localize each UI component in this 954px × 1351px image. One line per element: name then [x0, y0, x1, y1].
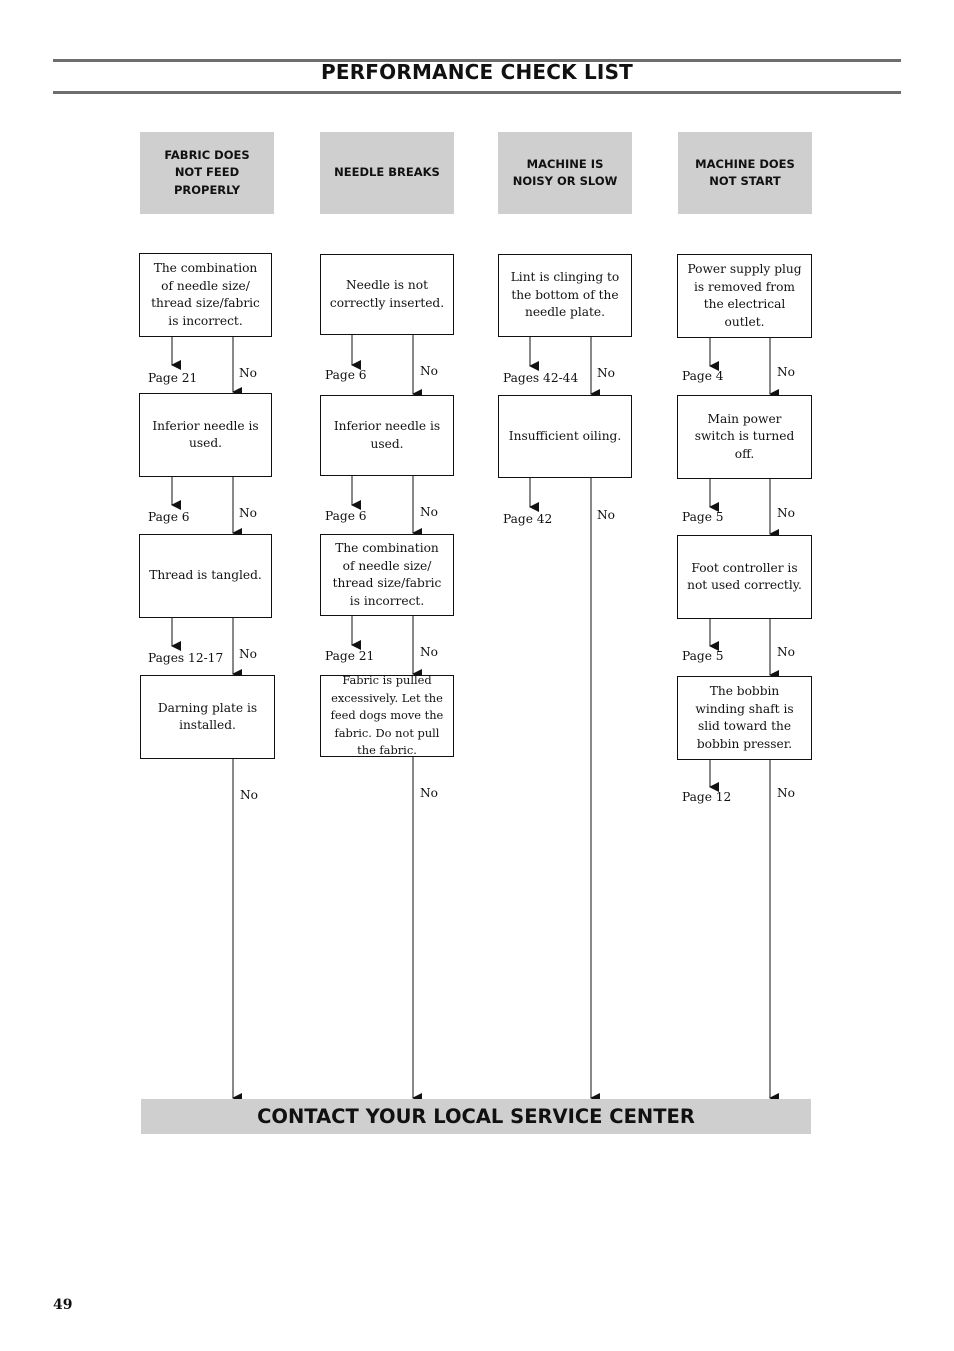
- check-box: Inferior needle is used.: [320, 395, 454, 476]
- column-header-needle-breaks: NEEDLE BREAKS: [320, 132, 454, 214]
- page-reference: Page 6: [148, 510, 190, 524]
- no-label: No: [240, 788, 259, 802]
- column-header-does-not-start: MACHINE DOES NOT START: [678, 132, 812, 214]
- check-box: Lint is clinging to the bottom of the ne…: [498, 254, 632, 337]
- no-label: No: [420, 645, 439, 659]
- check-box: Thread is tangled.: [139, 534, 272, 618]
- page-reference: Page 12: [682, 790, 732, 804]
- no-label: No: [597, 508, 616, 522]
- page-reference: Page 6: [325, 509, 367, 523]
- no-label: No: [777, 365, 796, 379]
- page-reference: Page 21: [325, 649, 375, 663]
- check-box: Main power switch is turned off.: [677, 395, 812, 479]
- no-label: No: [420, 505, 439, 519]
- service-center-banner: CONTACT YOUR LOCAL SERVICE CENTER: [141, 1099, 811, 1134]
- no-label: No: [777, 645, 796, 659]
- check-box: Foot controller is not used correctly.: [677, 535, 812, 619]
- check-box: Insufficient oiling.: [498, 395, 632, 478]
- page-reference: Pages 12-17: [148, 651, 224, 665]
- no-label: No: [597, 366, 616, 380]
- page-reference: Page 5: [682, 649, 724, 663]
- column-header-fabric-feed: FABRIC DOES NOT FEED PROPERLY: [140, 132, 274, 214]
- check-box: The combination of needle size/ thread s…: [139, 253, 272, 337]
- page-reference: Page 4: [682, 369, 724, 383]
- page-reference: Page 42: [503, 512, 553, 526]
- page-title: PERFORMANCE CHECK LIST: [320, 60, 634, 84]
- check-box: The combination of needle size/ thread s…: [320, 534, 454, 616]
- page-reference: Pages 42-44: [503, 371, 579, 385]
- check-box: Inferior needle is used.: [139, 393, 272, 477]
- page-reference: Page 5: [682, 510, 724, 524]
- no-label: No: [239, 647, 258, 661]
- no-label: No: [239, 506, 258, 520]
- check-box: The bobbin winding shaft is slid toward …: [677, 676, 812, 760]
- top-rule: [53, 59, 901, 62]
- no-label: No: [420, 786, 439, 800]
- page-number: 49: [53, 1297, 73, 1313]
- title-underline: [53, 91, 901, 94]
- check-box: Darning plate is installed.: [140, 675, 275, 759]
- no-label: No: [777, 786, 796, 800]
- check-box: Needle is not correctly inserted.: [320, 254, 454, 335]
- check-box: Fabric is pulled excessively. Let the fe…: [320, 673, 454, 757]
- page-reference: Page 6: [325, 368, 367, 382]
- no-label: No: [239, 366, 258, 380]
- column-header-noisy-slow: MACHINE IS NOISY OR SLOW: [498, 132, 632, 214]
- check-box: Power supply plug is removed from the el…: [677, 254, 812, 338]
- page-reference: Page 21: [148, 371, 198, 385]
- no-label: No: [777, 506, 796, 520]
- no-label: No: [420, 364, 439, 378]
